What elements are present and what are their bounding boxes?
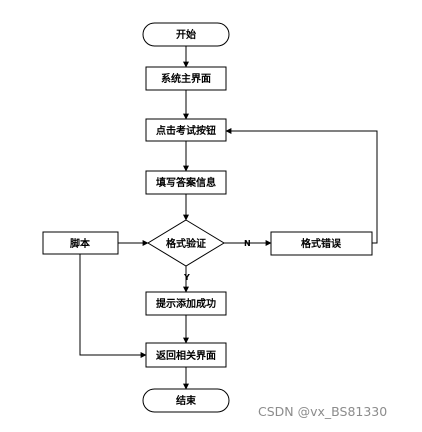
script-label: 脚本 bbox=[70, 237, 91, 250]
edge-label-no: N bbox=[244, 239, 251, 248]
format-check-label: 格式验证 bbox=[166, 237, 206, 250]
node-click-test: 点击考试按钮 bbox=[145, 118, 227, 142]
watermark: CSDN @vx_BS81330 bbox=[258, 404, 388, 419]
node-script: 脚本 bbox=[42, 231, 119, 255]
node-main-ui: 系统主界面 bbox=[145, 66, 227, 91]
node-end: 结束 bbox=[142, 388, 230, 413]
prompt-success-label: 提示添加成功 bbox=[156, 297, 216, 310]
node-fill-answer: 填写答案信息 bbox=[145, 170, 227, 195]
node-format-error: 格式错误 bbox=[270, 231, 373, 256]
main-ui-label: 系统主界面 bbox=[161, 72, 211, 85]
node-start: 开始 bbox=[142, 22, 230, 47]
edge-script-return bbox=[79, 254, 147, 358]
connectors bbox=[79, 46, 378, 390]
edge-label-yes: Y bbox=[183, 273, 190, 282]
node-prompt-success: 提示添加成功 bbox=[145, 291, 227, 316]
fill-answer-label: 填写答案信息 bbox=[156, 176, 216, 189]
node-format-check: 格式验证 bbox=[147, 219, 225, 267]
node-return-page: 返回相关界面 bbox=[145, 342, 227, 368]
click-test-label: 点击考试按钮 bbox=[156, 124, 216, 137]
format-error-label: 格式错误 bbox=[301, 237, 342, 250]
return-page-label: 返回相关界面 bbox=[156, 349, 216, 362]
end-label: 结束 bbox=[176, 394, 197, 407]
start-label: 开始 bbox=[176, 28, 196, 41]
edge-error-click bbox=[225, 128, 378, 244]
